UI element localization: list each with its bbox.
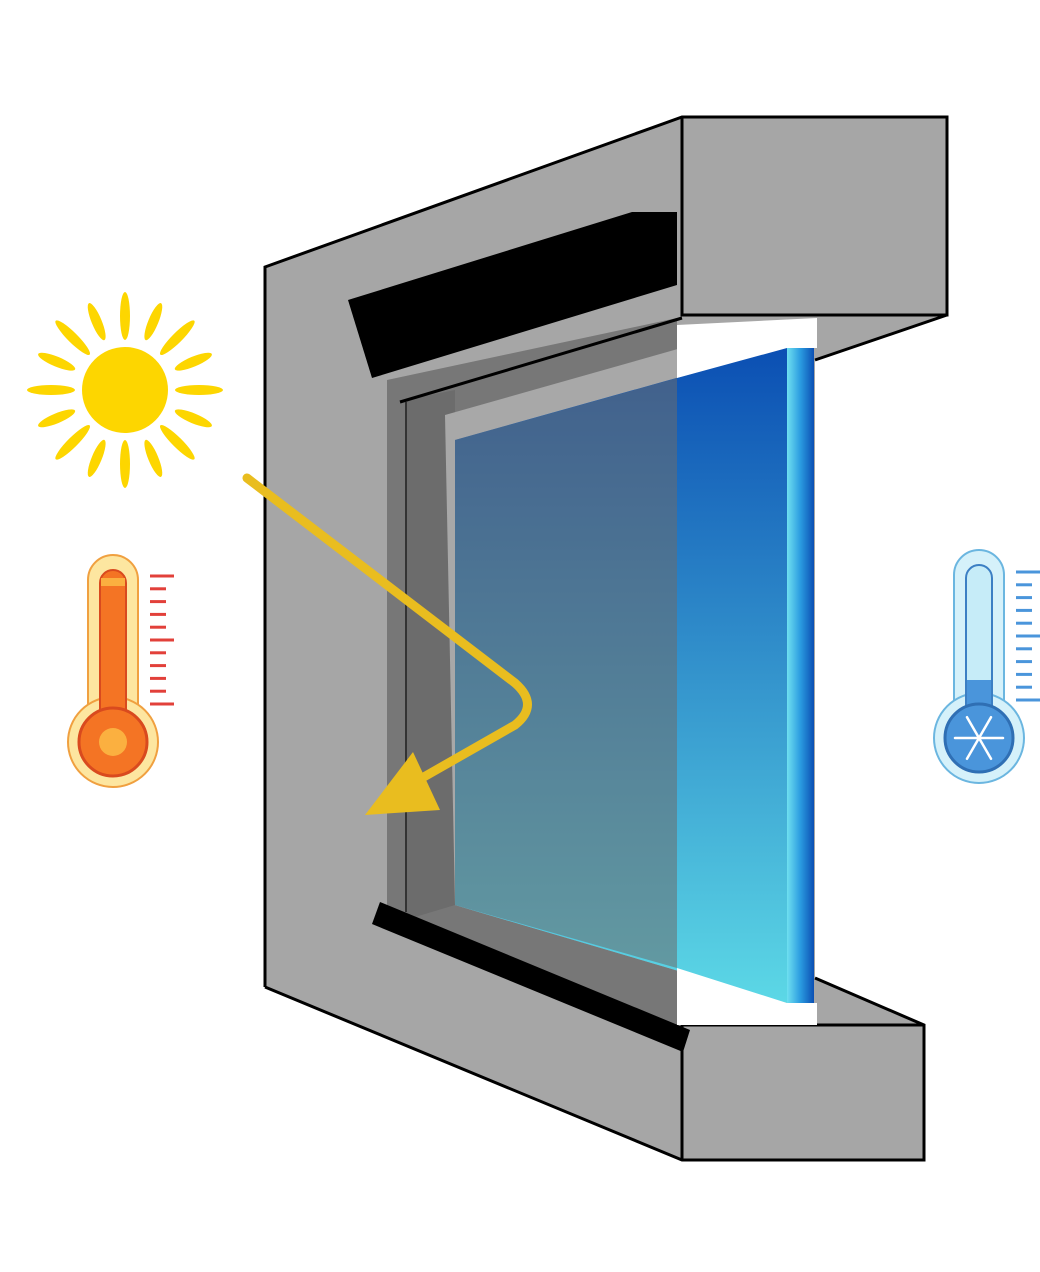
glass-pane: [445, 318, 817, 1025]
cold-thermometer-icon: [933, 549, 1040, 784]
sun-ray: [174, 409, 212, 428]
sun-ray: [159, 320, 195, 356]
hot-thermometer-icon: [67, 554, 174, 788]
sun-ray: [174, 352, 212, 371]
sun-ray: [120, 292, 130, 340]
sun-ray: [159, 424, 195, 460]
sun-ray: [55, 320, 91, 356]
bottom-spacer: [677, 968, 817, 1025]
sun-ray: [144, 303, 163, 341]
snowflake-arm: [965, 736, 981, 761]
sun-ray: [144, 439, 163, 477]
snowflake-arm: [977, 715, 993, 740]
sun-ray: [175, 385, 223, 395]
top-spacer: [677, 318, 817, 378]
sun-ray: [38, 352, 76, 371]
sun-ray: [27, 385, 75, 395]
sun-ray: [87, 303, 106, 341]
reflection-arrow-icon: [242, 473, 532, 815]
sun-ray: [38, 409, 76, 428]
top-seal: [348, 212, 677, 378]
sun-icon: [27, 292, 223, 488]
glass-edge: [787, 348, 814, 1003]
sun-ray: [55, 424, 91, 460]
snowflake-arm: [977, 736, 993, 761]
sun-ray: [120, 440, 130, 488]
sun-ray: [87, 439, 106, 477]
snowflake-arm: [965, 715, 981, 740]
bottom-seal: [372, 902, 690, 1052]
